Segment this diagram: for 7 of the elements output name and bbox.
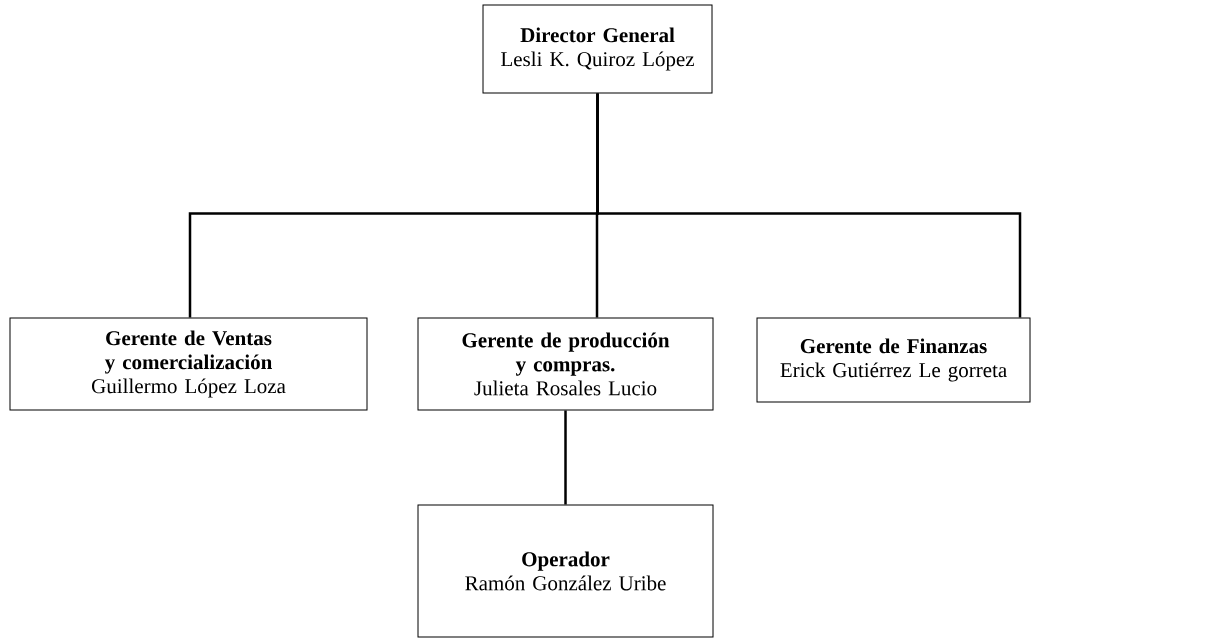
connector-line [596, 93, 1022, 318]
position-box: Director General Lesli K. Quiroz López [482, 4, 713, 94]
position-box: Gerente de Finanzas Erick Gutiérrez Le gorreta [756, 317, 1031, 403]
position-box: Gerente de producción y compras. Julieta Rosales Lucio [417, 317, 714, 411]
position-box: Gerente de Ventas y comercialización Guillermo López Loza [9, 317, 368, 411]
connector-line [564, 410, 567, 505]
position-box: Operador Ramón González Uribe [417, 504, 714, 638]
